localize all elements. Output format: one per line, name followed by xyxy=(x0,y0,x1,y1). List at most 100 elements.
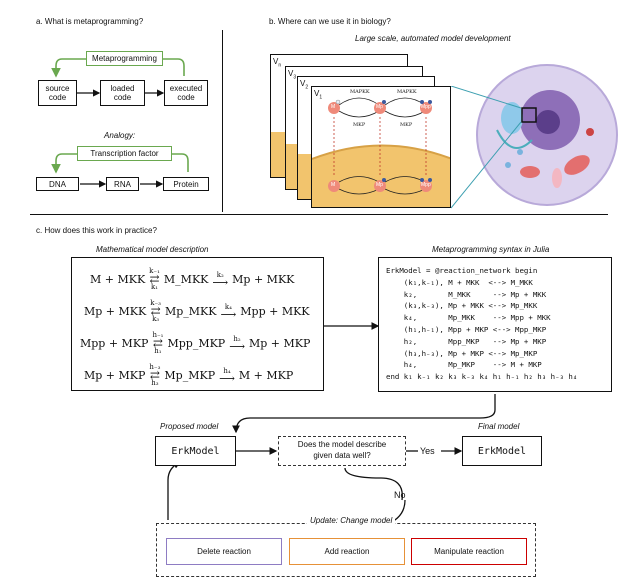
node-label-mpp: Mpp xyxy=(421,104,431,110)
equation-rhs: Mp + MKK xyxy=(232,273,295,286)
rate-constant-forward: k₁ xyxy=(151,283,159,291)
mkp-label-2: MKP xyxy=(400,122,413,128)
equilibrium-arrow-icon: ⇄ xyxy=(149,368,160,382)
reversible-arrow: h₋₁⇄h₁ xyxy=(152,332,163,355)
equation-rhs: Mp + MKP xyxy=(248,337,311,350)
rate-constant-catalytic: h₄ xyxy=(223,367,231,375)
forward-arrow: h₄⟶ xyxy=(219,367,235,385)
forward-arrow: k₂⟶ xyxy=(212,271,229,289)
code-line: ErkModel = @reaction_network begin xyxy=(386,266,538,275)
panel-a-title: a. What is metaprogramming? xyxy=(36,17,144,26)
final-erkmodel-box: ErkModel xyxy=(462,436,542,466)
code-line: end k₁ k₋₁ k₂ k₃ k₋₃ k₄ h₁ h₋₁ h₂ h₃ h₋₃… xyxy=(386,372,578,382)
rate-constant-catalytic: h₂ xyxy=(233,335,241,343)
version-label-3: V3 xyxy=(288,69,297,81)
node-mp-bottom xyxy=(374,180,386,192)
code-line: k₂, M_MKK --> Mp + MKK xyxy=(386,289,547,299)
reversible-arrow: k₋₁⇄k₁ xyxy=(149,268,160,291)
node-mpp-bottom xyxy=(420,180,432,192)
panel-c-title: c. How does this work in practice? xyxy=(36,226,157,235)
node-label-m: M xyxy=(331,104,336,110)
code-line: (h₁,h₋₁), Mpp + MKP <--> Mpp_MKP xyxy=(386,325,547,334)
transcription-factor-box: Transcription factor xyxy=(77,146,172,161)
proposed-erkmodel-box: ErkModel xyxy=(155,436,236,466)
rate-constant-reverse: h₋₃ xyxy=(149,363,161,371)
code-line: k₄, Mp_MKK --> Mpp + MKK xyxy=(386,313,551,323)
rate-constant-forward: h₁ xyxy=(154,347,162,355)
proposed-model-label: Proposed model xyxy=(160,422,219,431)
equation-complex: Mpp_MKP xyxy=(167,337,226,350)
node-mp-top xyxy=(374,102,386,114)
analogy-label: Analogy: xyxy=(104,131,136,140)
equation-rhs: Mpp + MKK xyxy=(240,305,310,318)
code-line: (k₁,k₋₁), M + MKK <--> M_MKK xyxy=(386,277,533,287)
metaprogramming-box: Metaprogramming xyxy=(86,51,163,66)
equilibrium-arrow-icon: ⇄ xyxy=(152,336,163,350)
panel-b-title: b. Where can we use it in biology? xyxy=(269,17,391,26)
arrow-right-icon: ⟶ xyxy=(229,340,245,353)
arrow-right-icon: ⟶ xyxy=(220,308,237,321)
no-label: No xyxy=(394,490,406,500)
rna-box: RNA xyxy=(106,177,139,191)
rate-constant-forward: k₃ xyxy=(152,315,160,323)
mapkk-label-1: MAPKK xyxy=(350,89,370,95)
equation-complex: Mp_MKK xyxy=(164,305,217,318)
reversible-arrow: k₋₃⇄k₃ xyxy=(150,300,161,323)
code-line: (h₃,h₋₃), Mp + MKP <--> Mp_MKP xyxy=(386,348,538,358)
rate-constant-forward: h₃ xyxy=(151,379,159,387)
dna-box: DNA xyxy=(36,177,79,191)
mkp-label-1: MKP xyxy=(353,122,366,128)
equilibrium-arrow-icon: ⇄ xyxy=(149,272,160,286)
manipulate-reaction-box: Manipulate reaction xyxy=(411,538,527,565)
equation-lhs: Mpp + MKP xyxy=(80,337,149,350)
node-label-mpp-b: Mpp xyxy=(421,182,431,188)
rate-constant-catalytic: k₂ xyxy=(216,271,224,279)
equation-lhs: Mp + MKK xyxy=(84,305,147,318)
math-model-box xyxy=(71,257,324,391)
equilibrium-arrow-icon: ⇄ xyxy=(150,304,161,318)
update-title: Update: Change model xyxy=(307,516,396,525)
panel-a-arrows xyxy=(51,58,189,188)
code-line: h₄, Mp_MKP --> M + MKP xyxy=(386,360,542,370)
node-label-m-b: M xyxy=(331,182,336,188)
panel-divider-horizontal xyxy=(30,214,608,215)
question-box xyxy=(278,436,406,466)
equation-lhs: Mp + MKP xyxy=(84,369,146,382)
panel-divider-vertical xyxy=(222,30,223,212)
equation-lhs: M + MKK xyxy=(90,273,146,286)
add-reaction-box: Add reaction xyxy=(289,538,405,565)
code-line: (k₃,k₋₃), Mp + MKK <--> Mp_MKK xyxy=(386,301,538,311)
delete-reaction-box: Delete reaction xyxy=(166,538,282,565)
node-mpp-top xyxy=(420,102,432,114)
version-label-n: Vn xyxy=(273,57,282,69)
protein-box: Protein xyxy=(163,177,209,191)
node-label-mp-b: Mp xyxy=(376,182,383,188)
cell-illustration xyxy=(476,64,618,206)
equation-complex: Mp_MKP xyxy=(164,369,216,382)
version-label-2: V2 xyxy=(300,79,309,91)
equation-complex: M_MKK xyxy=(163,273,209,286)
syntax-title: Metaprogramming syntax in Julia xyxy=(432,245,550,254)
mapkk-label-2: MAPKK xyxy=(397,89,417,95)
arrow-right-icon: ⟶ xyxy=(212,276,229,289)
mapk-cascade-drawing xyxy=(312,97,450,207)
node-m-top xyxy=(328,102,340,114)
yes-label: Yes xyxy=(420,446,435,456)
rate-constant-catalytic: k₄ xyxy=(224,303,232,311)
panel-b-subtitle: Large scale, automated model development xyxy=(355,34,511,43)
model-version-frame-1: V1 MAPKK MAPKK MKP MKP M Mp Mpp M Mp Mpp xyxy=(311,86,451,208)
forward-arrow: h₂⟶ xyxy=(229,335,245,353)
node-m-bottom xyxy=(328,180,340,192)
rate-constant-reverse: h₋₁ xyxy=(152,331,164,339)
arrow-right-icon: ⟶ xyxy=(219,372,235,385)
code-line: h₂, Mpp_MKP --> Mp + MKP xyxy=(386,336,547,346)
equation-rhs: M + MKP xyxy=(238,369,294,382)
